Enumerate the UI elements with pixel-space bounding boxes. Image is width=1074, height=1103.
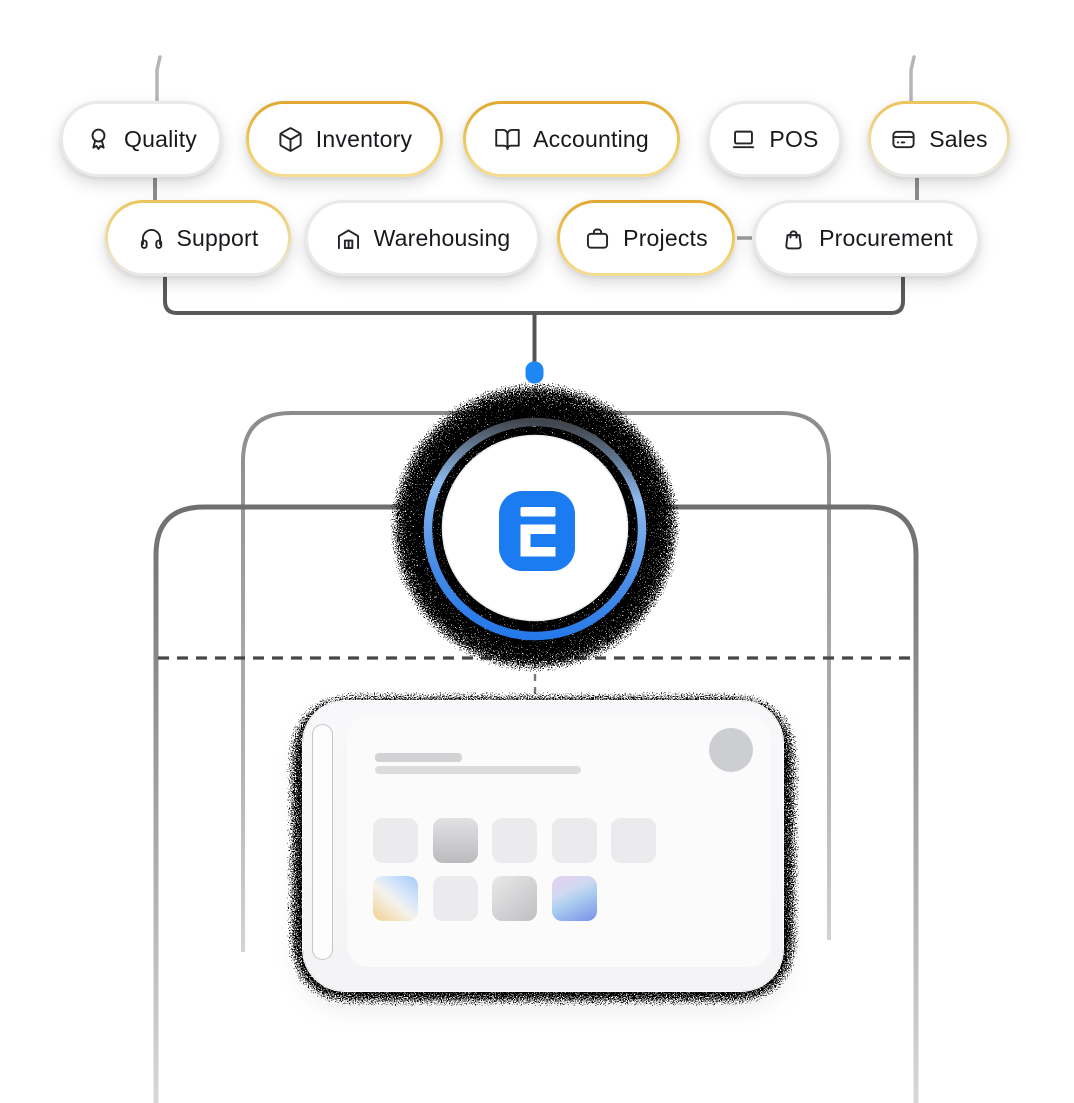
tile-highlight xyxy=(552,876,597,921)
module-pill-warehousing[interactable]: Warehousing xyxy=(305,200,540,276)
dashboard-panel xyxy=(347,716,771,967)
module-label: Projects xyxy=(623,224,708,251)
cube-icon xyxy=(279,126,302,152)
award-icon xyxy=(91,128,106,150)
shopping-bag-icon xyxy=(785,229,802,249)
tile xyxy=(373,818,418,863)
connector-node xyxy=(525,361,544,384)
module-pill-projects[interactable]: Projects xyxy=(557,200,735,276)
book-open-icon xyxy=(495,128,520,150)
briefcase-icon xyxy=(587,228,609,249)
module-label: Sales xyxy=(929,125,988,152)
pill-surface: Inventory xyxy=(249,104,440,174)
tile xyxy=(492,818,537,863)
module-pill-accounting[interactable]: Accounting xyxy=(463,101,680,177)
credit-card-icon xyxy=(892,130,915,148)
tile xyxy=(611,818,656,863)
module-label: Warehousing xyxy=(373,224,511,251)
bracket-connector xyxy=(163,277,905,315)
pill-surface: Support xyxy=(108,203,288,273)
tile xyxy=(552,818,597,863)
hub-ring xyxy=(423,417,647,641)
warehouse-icon xyxy=(337,228,359,249)
module-pill-support[interactable]: Support xyxy=(105,200,291,276)
headphones-icon xyxy=(140,228,162,249)
module-pill-quality[interactable]: Quality xyxy=(60,101,222,177)
dashboard-mockup-card xyxy=(303,701,783,991)
stub-line-sales-top xyxy=(909,55,916,102)
pill-surface: Sales xyxy=(871,104,1007,174)
module-pill-inventory[interactable]: Inventory xyxy=(246,101,443,177)
module-pill-pos[interactable]: POS xyxy=(707,101,842,177)
avatar xyxy=(709,728,753,772)
tile xyxy=(433,818,478,863)
logo-letter-body xyxy=(520,524,556,557)
module-label: Procurement xyxy=(819,224,953,251)
tile xyxy=(433,876,478,921)
pill-surface: Warehousing xyxy=(308,203,537,273)
tile-highlight xyxy=(373,876,418,921)
pill-surface: Quality xyxy=(63,104,219,174)
tile xyxy=(492,876,537,921)
module-label: Quality xyxy=(124,125,197,152)
skeleton-subtitle-bar xyxy=(375,766,581,774)
laptop-icon xyxy=(733,130,755,148)
module-label: POS xyxy=(769,125,819,152)
pill-surface: POS xyxy=(710,104,839,174)
pill-surface: Procurement xyxy=(756,203,977,273)
pill-surface: Accounting xyxy=(466,104,677,174)
pill-surface: Projects xyxy=(560,203,732,273)
stub-line-quality-top xyxy=(155,55,162,103)
module-label: Inventory xyxy=(315,125,413,152)
module-pill-procurement[interactable]: Procurement xyxy=(753,200,980,276)
scrollbar-pill xyxy=(312,724,333,960)
module-label: Accounting xyxy=(533,125,649,152)
skeleton-title-bar xyxy=(375,753,462,762)
module-pill-sales[interactable]: Sales xyxy=(868,101,1010,177)
logo-letter-top-bar xyxy=(520,507,556,517)
erpnext-logo xyxy=(499,491,575,571)
module-label: Support xyxy=(176,224,259,251)
